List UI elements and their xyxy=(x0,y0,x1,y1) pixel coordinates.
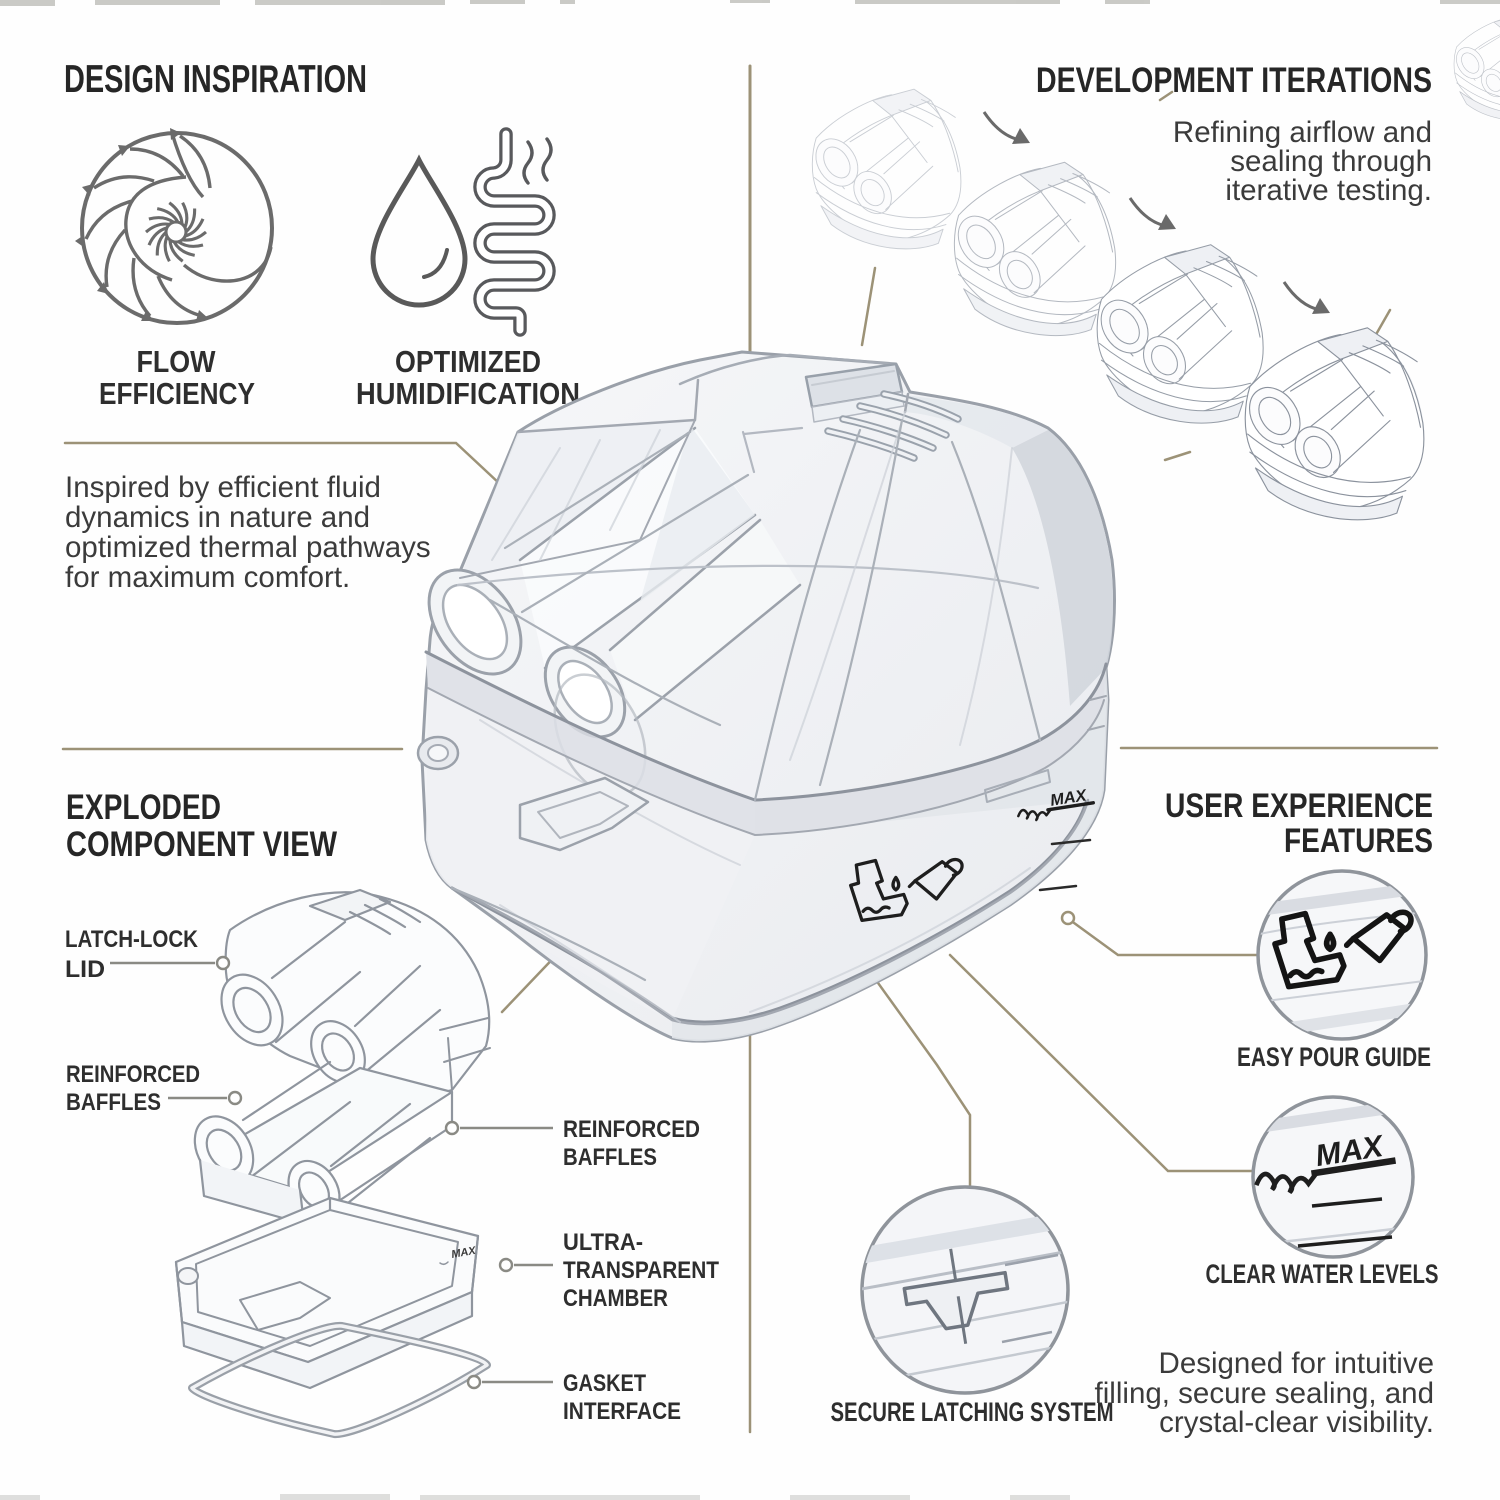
svg-text:MAX: MAX xyxy=(450,1245,477,1261)
svg-text:crystal-clear visibility.: crystal-clear visibility. xyxy=(1159,1406,1434,1439)
svg-text:LATCH-LOCK: LATCH-LOCK xyxy=(65,926,198,953)
svg-text:sealing through: sealing through xyxy=(1230,145,1432,178)
svg-text:USER EXPERIENCE: USER EXPERIENCE xyxy=(1165,787,1433,825)
svg-text:Inspired by efficient fluid: Inspired by efficient fluid xyxy=(65,471,381,504)
svg-text:DESIGN INSPIRATION: DESIGN INSPIRATION xyxy=(64,58,367,101)
svg-text:CLEAR WATER LEVELS: CLEAR WATER LEVELS xyxy=(1206,1259,1439,1289)
svg-text:ULTRA-: ULTRA- xyxy=(563,1229,643,1256)
svg-text:BAFFLES: BAFFLES xyxy=(563,1144,657,1171)
svg-text:REINFORCED: REINFORCED xyxy=(66,1061,200,1088)
svg-text:filling, secure sealing, and: filling, secure sealing, and xyxy=(1095,1377,1434,1410)
svg-text:FEATURES: FEATURES xyxy=(1284,822,1433,860)
svg-text:BAFFLES: BAFFLES xyxy=(66,1089,161,1116)
svg-text:EXPLODED: EXPLODED xyxy=(66,788,221,827)
svg-text:COMPONENT VIEW: COMPONENT VIEW xyxy=(66,825,337,864)
svg-text:DEVELOPMENT ITERATIONS: DEVELOPMENT ITERATIONS xyxy=(1036,61,1432,100)
svg-text:REINFORCED: REINFORCED xyxy=(563,1116,700,1143)
svg-text:GASKET: GASKET xyxy=(563,1370,646,1397)
svg-text:Refining airflow and: Refining airflow and xyxy=(1173,116,1432,149)
svg-text:OPTIMIZED: OPTIMIZED xyxy=(395,344,541,379)
svg-text:TRANSPARENT: TRANSPARENT xyxy=(563,1257,719,1284)
svg-text:optimized thermal pathways: optimized thermal pathways xyxy=(65,531,431,564)
svg-text:Designed for intuitive: Designed for intuitive xyxy=(1159,1347,1434,1380)
svg-text:iterative testing.: iterative testing. xyxy=(1225,174,1432,207)
svg-text:EFFICIENCY: EFFICIENCY xyxy=(99,376,255,411)
svg-text:FLOW: FLOW xyxy=(137,344,217,379)
svg-text:dynamics in nature and: dynamics in nature and xyxy=(65,501,370,534)
svg-text:for maximum comfort.: for maximum comfort. xyxy=(65,561,350,594)
svg-text:LID: LID xyxy=(65,956,105,983)
svg-text:HUMIDIFICATION: HUMIDIFICATION xyxy=(356,376,580,411)
svg-text:INTERFACE: INTERFACE xyxy=(563,1398,681,1425)
svg-text:CHAMBER: CHAMBER xyxy=(563,1285,668,1312)
svg-text:SECURE LATCHING SYSTEM: SECURE LATCHING SYSTEM xyxy=(831,1397,1114,1427)
svg-text:EASY POUR GUIDE: EASY POUR GUIDE xyxy=(1237,1042,1431,1072)
